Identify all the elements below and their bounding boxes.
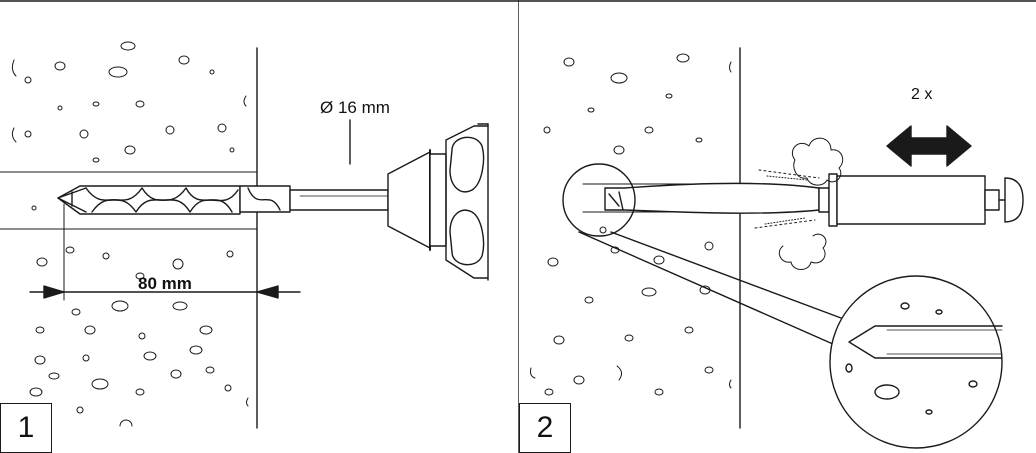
concrete-texture: [530, 53, 732, 396]
borehole-outline: [0, 171, 258, 230]
blow-out-illustration: [519, 0, 1036, 449]
repeat-count-label: 2 x: [911, 86, 933, 103]
double-arrow-icon: [886, 125, 972, 167]
step-number-badge: 2: [519, 403, 571, 453]
dust-cloud-icon: [754, 137, 844, 270]
drill-depth-label: 80 mm: [138, 274, 192, 293]
hammer-drill-chuck-icon: [387, 123, 489, 281]
magnifier-detail-icon: [562, 163, 1003, 449]
drilling-illustration: [0, 0, 519, 453]
step-number-badge: 1: [0, 403, 52, 453]
drill-diameter-label: Ø 16 mm: [320, 98, 390, 117]
panel-step-2: 2 x 2: [519, 0, 1036, 453]
drill-bit-icon: [57, 185, 389, 215]
panel-step-1: Ø 16 mm 80 mm 1: [0, 0, 519, 453]
concrete-texture: [11, 41, 249, 427]
blow-out-pump-icon: [604, 173, 1024, 227]
dimension-arrows-icon: [29, 203, 301, 301]
